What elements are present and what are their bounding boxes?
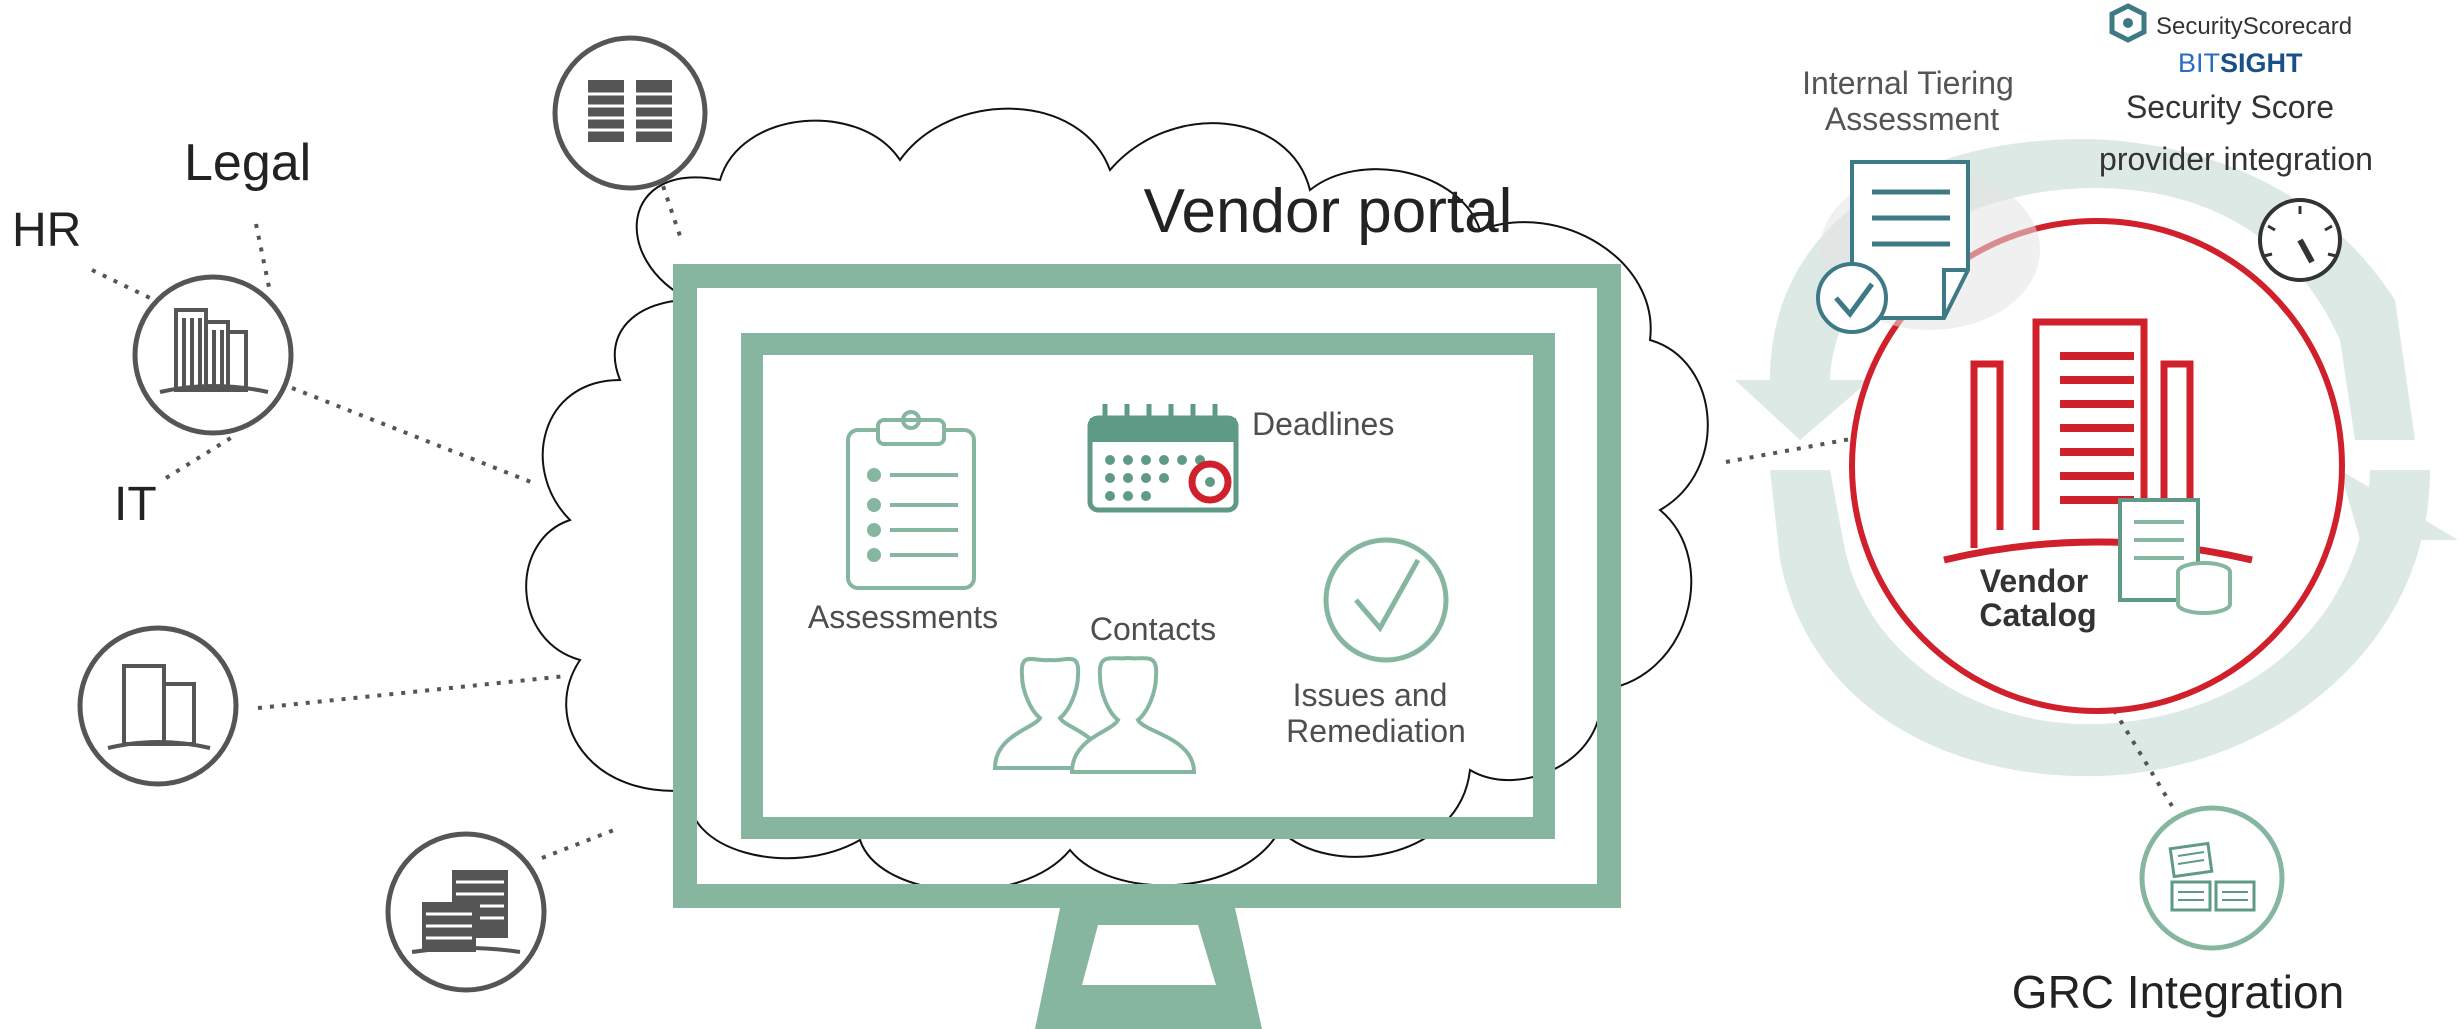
building-stripes bbox=[2060, 352, 2134, 504]
tiering-document-icon bbox=[1816, 160, 2040, 334]
vendor-catalog-label-line2: Catalog bbox=[1979, 597, 2096, 633]
security-score-line2: provider integration bbox=[2099, 141, 2373, 177]
office-building-node bbox=[385, 831, 547, 993]
tiering-label-line2: Assessment bbox=[1825, 101, 1999, 137]
monitor-stand-hole bbox=[1082, 925, 1216, 985]
bitsight-text: BITSIGHT bbox=[2178, 48, 2303, 78]
hr-label: HR bbox=[12, 204, 81, 257]
it-label: IT bbox=[114, 478, 157, 531]
security-score-line1: Security Score bbox=[2126, 89, 2334, 125]
calendar-icon bbox=[1087, 404, 1239, 513]
monitor-frame-inner bbox=[741, 333, 1555, 839]
assessments-label: Assessments bbox=[808, 599, 998, 635]
gauge-icon bbox=[2258, 198, 2342, 282]
securityscorecard-text: SecurityScorecard bbox=[2156, 13, 2352, 40]
building-icon bbox=[1943, 318, 2253, 564]
bitsight-text-b: SIGHT bbox=[2220, 48, 2303, 78]
connector-lines-right bbox=[1725, 436, 2174, 808]
building-node bbox=[77, 625, 239, 787]
clipboard-icon bbox=[846, 410, 976, 590]
contacts-label: Contacts bbox=[1090, 611, 1216, 647]
monitor-frame-outer bbox=[673, 264, 1621, 908]
deadlines-label: Deadlines bbox=[1252, 406, 1394, 442]
checkmark-icon bbox=[1323, 537, 1449, 663]
cloud-shape bbox=[525, 107, 1709, 892]
issues-label-line2: Remediation bbox=[1286, 713, 1466, 749]
grc-integration-label: GRC Integration bbox=[2012, 966, 2344, 1018]
tiering-label-line1: Internal Tiering bbox=[1802, 65, 2014, 101]
portal-title: Vendor portal bbox=[1144, 177, 1513, 246]
people-icon bbox=[992, 655, 1197, 774]
legal-label: Legal bbox=[184, 134, 311, 192]
vendor-catalog-label-line1: Vendor bbox=[1980, 563, 2088, 599]
monitor bbox=[673, 264, 1621, 1029]
grc-node bbox=[2139, 805, 2285, 951]
issues-label-line1: Issues and bbox=[1293, 677, 1448, 713]
book-node bbox=[552, 35, 708, 191]
document-database-icon bbox=[2118, 498, 2232, 615]
bitsight-text-a: BIT bbox=[2178, 48, 2220, 78]
company-node-departments bbox=[132, 274, 294, 436]
securityscorecard-logo-icon bbox=[2109, 3, 2147, 43]
